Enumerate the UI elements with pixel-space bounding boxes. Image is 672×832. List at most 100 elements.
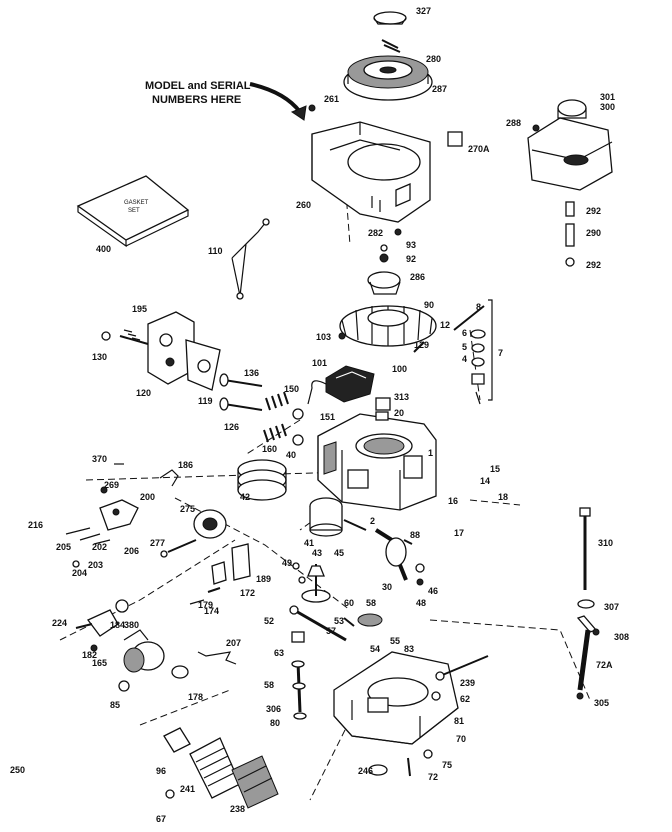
part-label-280: 280 [426,54,441,64]
part-label-80: 80 [270,718,280,728]
part-label-207: 207 [226,638,241,648]
part-label-85: 85 [110,700,120,710]
governor-link [197,651,237,665]
piston-rings [237,459,287,501]
part-label-46: 46 [428,586,438,596]
part-label-301: 301 [600,92,615,102]
part-label-62: 62 [460,694,470,704]
part-label-42: 42 [240,492,250,502]
part-label-53: 53 [334,616,344,626]
part-label-49: 49 [282,558,292,568]
part-label-174: 174 [204,606,219,616]
piston [309,497,367,537]
part-label-270a: 270A [468,144,490,154]
part-label-292: 292 [586,260,601,270]
part-label-246: 246 [358,766,373,776]
part-label-1: 1 [428,448,433,458]
part-label-92: 92 [406,254,416,264]
part-label-75: 75 [442,760,452,770]
part-label-72a: 72A [596,660,613,670]
part-label-310: 310 [598,538,613,548]
part-label-119: 119 [198,396,213,406]
cylinder-block [317,397,437,511]
part-label-83: 83 [404,644,414,654]
dipstick-assembly [576,507,600,700]
part-label-30: 30 [382,582,392,592]
part-label-57: 57 [326,626,336,636]
part-label-160: 160 [262,444,277,454]
part-label-96: 96 [156,766,166,776]
part-label-101: 101 [312,358,327,368]
part-label-286: 286 [410,272,425,282]
part-label-200: 200 [140,492,155,502]
part-label-269: 269 [104,480,119,490]
part-label-52: 52 [264,616,274,626]
part-label-186: 186 [178,460,193,470]
part-label-45: 45 [334,548,344,558]
part-label-179: 179 [198,600,213,610]
arrow-head-icon [290,105,307,121]
part-label-103: 103 [316,332,331,342]
governor-parts [291,613,383,643]
part-label-380: 380 [124,620,139,630]
part-label-287: 287 [432,84,447,94]
small-brackets [189,543,306,605]
gasket-set: GASKET SET [76,175,190,248]
flywheel [339,244,437,347]
part-label-239: 239 [460,678,475,688]
caption-line-1: MODEL and SERIAL [145,80,251,92]
breather-parts [413,299,493,405]
engine-sump [333,651,489,745]
part-label-90: 90 [424,300,434,310]
part-label-288: 288 [506,118,521,128]
part-label-204: 204 [72,568,87,578]
ignition-module [307,332,375,405]
part-label-4: 4 [462,354,467,364]
part-label-224: 224 [52,618,67,628]
part-label-292: 292 [586,206,601,216]
part-label-370: 370 [92,454,107,464]
part-label-100: 100 [392,364,407,374]
valve-train [219,373,304,446]
gasket-set-label-2: SET [128,208,140,214]
part-label-195: 195 [132,304,147,314]
part-label-290: 290 [586,228,601,238]
cam-gear [289,564,347,642]
part-label-58: 58 [366,598,376,608]
part-label-67: 67 [156,814,166,824]
part-label-58: 58 [264,680,274,690]
part-label-93: 93 [406,240,416,250]
part-label-48: 48 [416,598,426,608]
part-label-261: 261 [324,94,339,104]
part-label-327: 327 [416,6,431,16]
part-label-41: 41 [304,538,314,548]
part-label-202: 202 [92,542,107,552]
part-label-172: 172 [240,588,255,598]
part-label-203: 203 [88,560,103,570]
part-label-20: 20 [394,408,404,418]
caption-line-2: NUMBERS HERE [152,94,241,106]
part-label-306: 306 [266,704,281,714]
part-label-307: 307 [604,602,619,612]
blower-housing [308,104,463,236]
part-label-126: 126 [224,422,239,432]
part-label-18: 18 [498,492,508,502]
part-label-72: 72 [428,772,438,782]
throttle-link [231,218,270,300]
part-label-70: 70 [456,734,466,744]
crankshaft [374,528,425,586]
muffler-assembly [527,99,613,267]
part-label-88: 88 [410,530,420,540]
part-label-110: 110 [208,246,223,256]
part-label-277: 277 [150,538,165,548]
part-label-54: 54 [370,644,380,654]
part-label-12: 12 [440,320,450,330]
part-label-14: 14 [480,476,490,486]
part-label-313: 313 [394,392,409,402]
part-label-5: 5 [462,342,467,352]
assembly-dash-lines [59,179,591,801]
part-label-282: 282 [368,228,383,238]
